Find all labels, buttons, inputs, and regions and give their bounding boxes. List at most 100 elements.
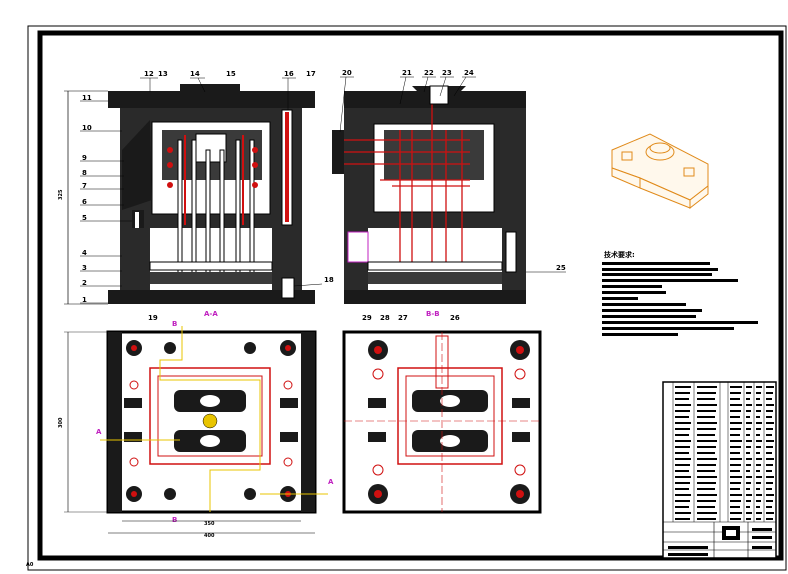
parts-list-mark (746, 428, 751, 430)
parts-list-mark (746, 404, 752, 406)
parts-list-mark (730, 398, 740, 400)
parts-list-mark (746, 392, 751, 394)
top-clamp-plate (108, 91, 315, 108)
height-dimension-text: 325 (58, 189, 64, 200)
parts-list-mark (675, 452, 689, 454)
parts-list-mark (675, 404, 691, 406)
right-section-view (332, 85, 526, 304)
part-number: 14 (190, 70, 200, 78)
parts-list-mark (675, 518, 690, 520)
parts-list-mark (746, 422, 752, 424)
parts-list-mark (766, 422, 774, 424)
support-pillar (505, 231, 517, 273)
parts-list-mark (675, 398, 689, 400)
parts-list-mark (730, 416, 740, 418)
cut-lines (100, 326, 328, 512)
parts-list-mark (756, 458, 762, 460)
part-number: 15 (226, 70, 236, 78)
parts-list-mark (746, 494, 752, 496)
parts-list-mark (697, 458, 717, 460)
part-number: 17 (306, 70, 316, 78)
parts-list-mark (697, 476, 717, 478)
parts-list-mark (756, 422, 762, 424)
part-number: 11 (82, 94, 92, 102)
parts-list-mark (756, 518, 761, 520)
stop-pin (281, 277, 295, 299)
parts-list-mark (730, 464, 741, 466)
plan-height-text: 300 (58, 417, 64, 428)
parts-list-mark (766, 416, 772, 418)
requirements-lines (602, 262, 758, 336)
parts-list-mark (730, 506, 740, 508)
part-number: 29 (362, 314, 372, 322)
sheet-inner-border (37, 30, 784, 561)
parts-list-mark (697, 422, 717, 424)
part-number: 25 (556, 264, 566, 272)
sprue-mark (202, 413, 218, 429)
parts-list-mark (675, 440, 691, 442)
parts-list-mark (730, 458, 742, 460)
part-number: 28 (380, 314, 390, 322)
right-part-labels: 20 21 22 23 24 29 28 27 26 25 A-A B-B (204, 69, 566, 322)
part-number: 21 (402, 69, 412, 77)
parts-list-mark (746, 410, 751, 412)
parts-list-mark (675, 458, 691, 460)
parts-list-mark (766, 476, 774, 478)
parts-list-mark (730, 518, 741, 520)
parts-list-mark (746, 464, 751, 466)
ejector-plate-r (368, 272, 502, 284)
right-plan-view (342, 330, 542, 514)
core-insert-r (384, 130, 484, 180)
parts-list-mark (766, 440, 774, 442)
water-fittings (332, 130, 344, 174)
parts-list-mark (756, 392, 761, 394)
parts-list-mark (697, 416, 715, 418)
parts-list-mark (697, 470, 715, 472)
parts-list-mark (746, 470, 750, 472)
cooling-circuits-r (344, 100, 470, 270)
parts-list-mark (730, 470, 740, 472)
parts-list-mark (766, 404, 774, 406)
parts-list-mark (675, 428, 690, 430)
technical-requirements: 技术要求: (602, 250, 758, 336)
parts-list-mark (756, 434, 760, 436)
parts-list-mark (766, 482, 773, 484)
parts-list-mark (675, 488, 689, 490)
corner-bolts-r (368, 340, 530, 504)
left-plan-view: A A B B 350 400 300 (58, 320, 334, 539)
corner-mark: A0 (26, 562, 34, 568)
part-number: 2 (82, 279, 87, 287)
part-number: 8 (82, 169, 87, 177)
parts-list-mark (766, 446, 773, 448)
part-number: 20 (342, 69, 352, 77)
requirements-title: 技术要求: (604, 250, 635, 259)
parts-list-mark (746, 452, 750, 454)
parts-list-mark (730, 482, 741, 484)
parts-list-mark (766, 494, 774, 496)
parts-list-mark (746, 434, 750, 436)
parts-list-mark (756, 506, 760, 508)
parts-list-mark (697, 440, 717, 442)
section-label-b: B-B (426, 310, 440, 318)
parts-list-mark (766, 512, 774, 514)
parts-list-mark (756, 404, 762, 406)
parts-list-mark (697, 512, 717, 514)
left-section-view: 325 (58, 84, 315, 305)
parts-list-mark (730, 488, 740, 490)
parts-list-mark (746, 386, 752, 388)
parts-list-mark (766, 506, 772, 508)
parts-list-mark (675, 386, 691, 388)
parts-list-mark (697, 482, 716, 484)
product-isometric (611, 133, 709, 210)
parts-list-mark (697, 398, 715, 400)
parts-list-mark (730, 494, 742, 496)
parts-list-mark (730, 422, 742, 424)
parts-list-mark (675, 416, 689, 418)
parts-list-mark (756, 386, 762, 388)
parts-list-mark (730, 434, 740, 436)
part-number: 10 (82, 124, 92, 132)
bottom-clamp-plate (108, 290, 315, 304)
parts-list-mark (675, 506, 689, 508)
part-number: 23 (442, 69, 452, 77)
parts-list-mark (697, 392, 716, 394)
